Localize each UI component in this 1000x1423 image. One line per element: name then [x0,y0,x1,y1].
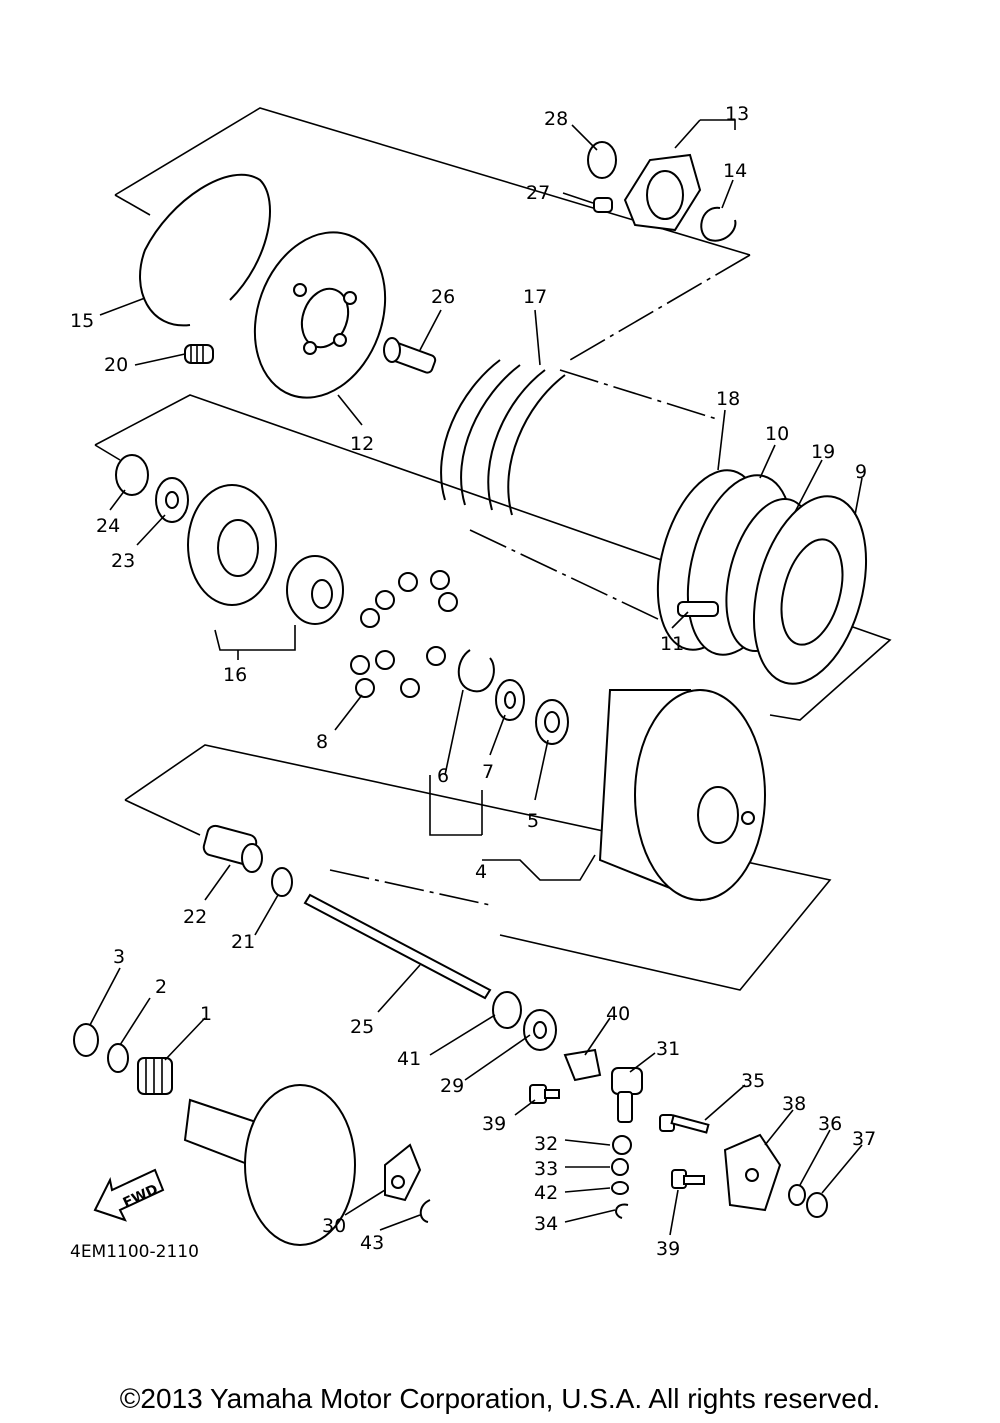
callout-10: 10 [765,423,789,445]
callout-43: 43 [360,1232,384,1254]
callout-42: 42 [534,1182,558,1204]
callout-36: 36 [818,1113,842,1135]
callout-39: 39 [482,1113,506,1135]
fwd-arrow-icon: FWD [93,1168,165,1222]
callout-39-lower: 39 [656,1238,680,1260]
callout-8: 8 [316,731,328,753]
part-40-plate [563,1048,602,1082]
part-17-clutch-plates [440,359,566,516]
callout-29: 29 [440,1075,464,1097]
callout-4: 4 [475,861,487,883]
part-22-collar [202,824,263,873]
callout-22: 22 [183,906,207,928]
part-28-bearing [587,141,617,179]
main-shaft [183,1084,356,1246]
callout-24: 24 [96,515,120,537]
callout-9: 9 [855,461,867,483]
callout-41: 41 [397,1048,421,1070]
part-36-washer [788,1184,806,1206]
part-14-circlip [700,206,737,242]
part-12-pressure-plate [253,231,387,399]
callout-11: 11 [660,633,684,655]
part-16-primary-drive-gear [187,484,344,625]
part-6-circlip [457,649,495,693]
part-3-nut [73,1023,99,1057]
callout-38: 38 [782,1093,806,1115]
part-29-bearing [523,1009,557,1051]
callout-20: 20 [104,354,128,376]
callout-34: 34 [534,1213,558,1235]
part-34-circlip [615,1203,629,1219]
part-42-washer [611,1181,629,1195]
part-30-lever [384,1143,422,1202]
callout-23: 23 [111,550,135,572]
part-8-balls [350,570,458,698]
callout-19: 19 [811,441,835,463]
callout-26: 26 [431,286,455,308]
part-1-bearing [137,1057,173,1095]
part-43-circlip [419,1199,431,1223]
part-39-bolt-lower [671,1169,705,1189]
part-4-clutch-housing [598,689,766,902]
part-26-push-piece [383,337,437,374]
part-13-bearing-housing [623,153,702,232]
callout-21: 21 [231,931,255,953]
callout-28: 28 [544,108,568,130]
callout-33: 33 [534,1158,558,1180]
copyright-footer: ©2013 Yamaha Motor Corporation, U.S.A. A… [119,1383,881,1414]
part-11-spring [677,601,719,617]
part-15-circlip [139,173,271,327]
part-32-washer [612,1135,632,1155]
part-20-spring [184,344,214,364]
part-24-nut [115,454,149,496]
callout-32: 32 [534,1133,558,1155]
callout-14: 14 [723,160,747,182]
callout-40: 40 [606,1003,630,1025]
part-9-pressure-plate [752,495,868,685]
part-25-push-rod [303,893,492,1000]
diagram-code: 4EM1100-2110 [70,1242,199,1262]
callout-5: 5 [527,810,539,832]
part-5-bearing [535,699,569,745]
callout-31: 31 [656,1038,680,1060]
callout-2: 2 [155,976,167,998]
callout-35: 35 [741,1070,765,1092]
part-27-screw [593,197,613,213]
callout-30: 30 [322,1215,346,1237]
callout-labels: 28 13 14 27 15 20 26 17 12 18 10 19 9 11… [70,103,876,1260]
callout-3: 3 [113,946,125,968]
part-2-washer [107,1043,129,1073]
part-7-washer [495,679,525,721]
callout-37: 37 [852,1128,876,1150]
part-35-bolt [659,1114,710,1134]
callout-6: 6 [437,765,449,787]
part-39-bolt [529,1084,560,1104]
leader-lines [89,119,863,1236]
group-outline-top [114,107,751,361]
callout-25: 25 [350,1016,374,1038]
callout-13: 13 [725,103,749,125]
part-33-collar [611,1158,629,1176]
group-outline-middle [94,369,892,721]
part-38-bracket [723,1133,782,1212]
callout-16: 16 [223,664,247,686]
callout-18: 18 [716,388,740,410]
part-31-lever [611,1067,643,1123]
callout-1: 1 [200,1003,212,1025]
group-outline-bottom [124,744,832,991]
callout-7: 7 [482,761,494,783]
callout-15: 15 [70,310,94,332]
part-21-washer [271,867,293,897]
callout-12: 12 [350,433,374,455]
callout-27: 27 [526,182,550,204]
part-41-washer [492,991,522,1029]
part-23-lock-washer [155,477,189,523]
part-37-nut [806,1192,828,1218]
callout-17: 17 [523,286,547,308]
